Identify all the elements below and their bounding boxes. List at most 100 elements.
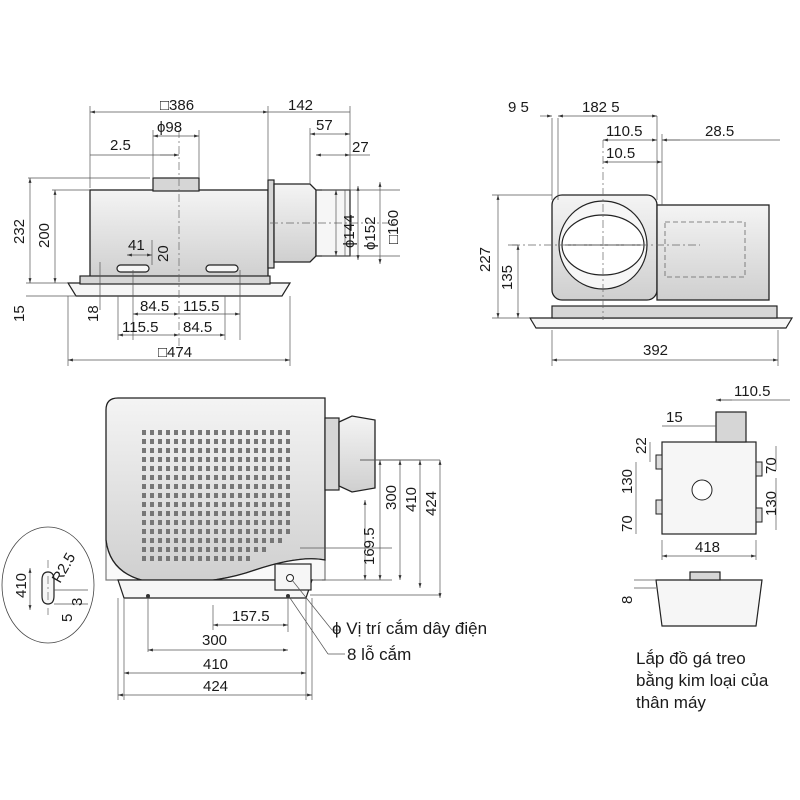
grille-slot: [230, 538, 234, 543]
grille-slot: [278, 484, 282, 489]
grille-slot: [198, 547, 202, 552]
grille-slot: [230, 547, 234, 552]
grille-slot: [190, 484, 194, 489]
grille-slot: [246, 556, 250, 561]
grille-slot: [238, 448, 242, 453]
dim-phi152: ϕ152: [362, 217, 379, 250]
grille-slot: [174, 529, 178, 534]
grille-slot: [190, 529, 194, 534]
bottom-housing: [105, 397, 326, 584]
grille-slot: [198, 538, 202, 543]
grille-slot: [238, 538, 242, 543]
grille-slot: [230, 466, 234, 471]
grille-slot: [158, 493, 162, 498]
grille-slot: [150, 556, 154, 561]
grille-slot: [246, 439, 250, 444]
dim-w424: 424: [203, 678, 228, 695]
dim-h424: 424: [423, 491, 440, 516]
grille-slot: [166, 538, 170, 543]
grille-slot: [174, 511, 178, 516]
grille-slot: [222, 457, 226, 462]
grille-slot: [246, 538, 250, 543]
grille-slot: [262, 484, 266, 489]
grille-slot: [150, 448, 154, 453]
grille-slot: [166, 520, 170, 525]
caption-line-2: bằng kim loại của: [636, 671, 769, 690]
grille-slot: [166, 439, 170, 444]
grille-slot: [238, 520, 242, 525]
grille-slot: [166, 457, 170, 462]
grille-slot: [278, 448, 282, 453]
grille-slot: [158, 538, 162, 543]
label-holes: 8 lỗ cắm: [347, 645, 411, 664]
grille-slot: [214, 466, 218, 471]
grille-slot: [174, 439, 178, 444]
grille-slot: [270, 493, 274, 498]
grille-slot: [270, 475, 274, 480]
grille-slot: [254, 538, 258, 543]
grille-slot: [198, 439, 202, 444]
dim-detail-5: 5: [59, 614, 76, 622]
grille-slot: [246, 502, 250, 507]
grille-slot: [254, 484, 258, 489]
dim-w410: 410: [203, 656, 228, 673]
grille-slot: [182, 457, 186, 462]
grille-slot: [222, 547, 226, 552]
dim-110-5: 110.5: [606, 123, 642, 140]
grille-slot: [150, 511, 154, 516]
grille-slot: [174, 493, 178, 498]
grille-slot: [222, 538, 226, 543]
grille-slot: [150, 430, 154, 435]
dim-detail-3: 3: [69, 598, 86, 606]
dim-sq160: □160: [385, 210, 402, 244]
grille-slot: [214, 430, 218, 435]
grille-slot: [190, 502, 194, 507]
grille-slot: [198, 430, 202, 435]
grille-slot: [166, 475, 170, 480]
grille-slot: [246, 493, 250, 498]
grille-slot: [246, 547, 250, 552]
grille-slot: [174, 538, 178, 543]
grille-slot: [254, 457, 258, 462]
grille-slot: [286, 511, 290, 516]
grille-slot: [214, 520, 218, 525]
grille-slot: [166, 529, 170, 534]
grille-slot: [230, 439, 234, 444]
grille-slot: [150, 547, 154, 552]
dim-2-5: 2.5: [110, 137, 131, 154]
grille-slot: [230, 484, 234, 489]
dim-w300: 300: [202, 632, 227, 649]
dim-w157-5: 157.5: [232, 608, 270, 625]
grille-slot: [238, 556, 242, 561]
grille-slot: [190, 538, 194, 543]
grille-slot: [166, 448, 170, 453]
grille-slot: [262, 430, 266, 435]
grille-slot: [286, 493, 290, 498]
grille-slot: [254, 511, 258, 516]
side-ceiling-panel: [528, 317, 794, 329]
dim-10-5: 10.5: [606, 145, 635, 162]
grille-slot: [286, 439, 290, 444]
grille-slot: [254, 529, 258, 534]
grille-slot: [278, 502, 282, 507]
grille-slot: [278, 520, 282, 525]
grille-slot: [262, 439, 266, 444]
side-motor-box: [656, 204, 770, 301]
grille-slot: [182, 556, 186, 561]
grille-slot: [270, 430, 274, 435]
grille-slot: [158, 430, 162, 435]
grille-slot: [214, 493, 218, 498]
grille-slot: [166, 511, 170, 516]
grille-slot: [198, 484, 202, 489]
grille-slot: [238, 466, 242, 471]
dim-w392: 392: [643, 342, 668, 359]
grille-slot: [246, 520, 250, 525]
grille-slot: [182, 538, 186, 543]
grille-slot: [278, 457, 282, 462]
grille-slot: [158, 529, 162, 534]
grille-slot: [278, 466, 282, 471]
grille-slot: [214, 457, 218, 462]
dim-height-18: 18: [85, 305, 102, 322]
dim-w418: 418: [695, 539, 720, 556]
